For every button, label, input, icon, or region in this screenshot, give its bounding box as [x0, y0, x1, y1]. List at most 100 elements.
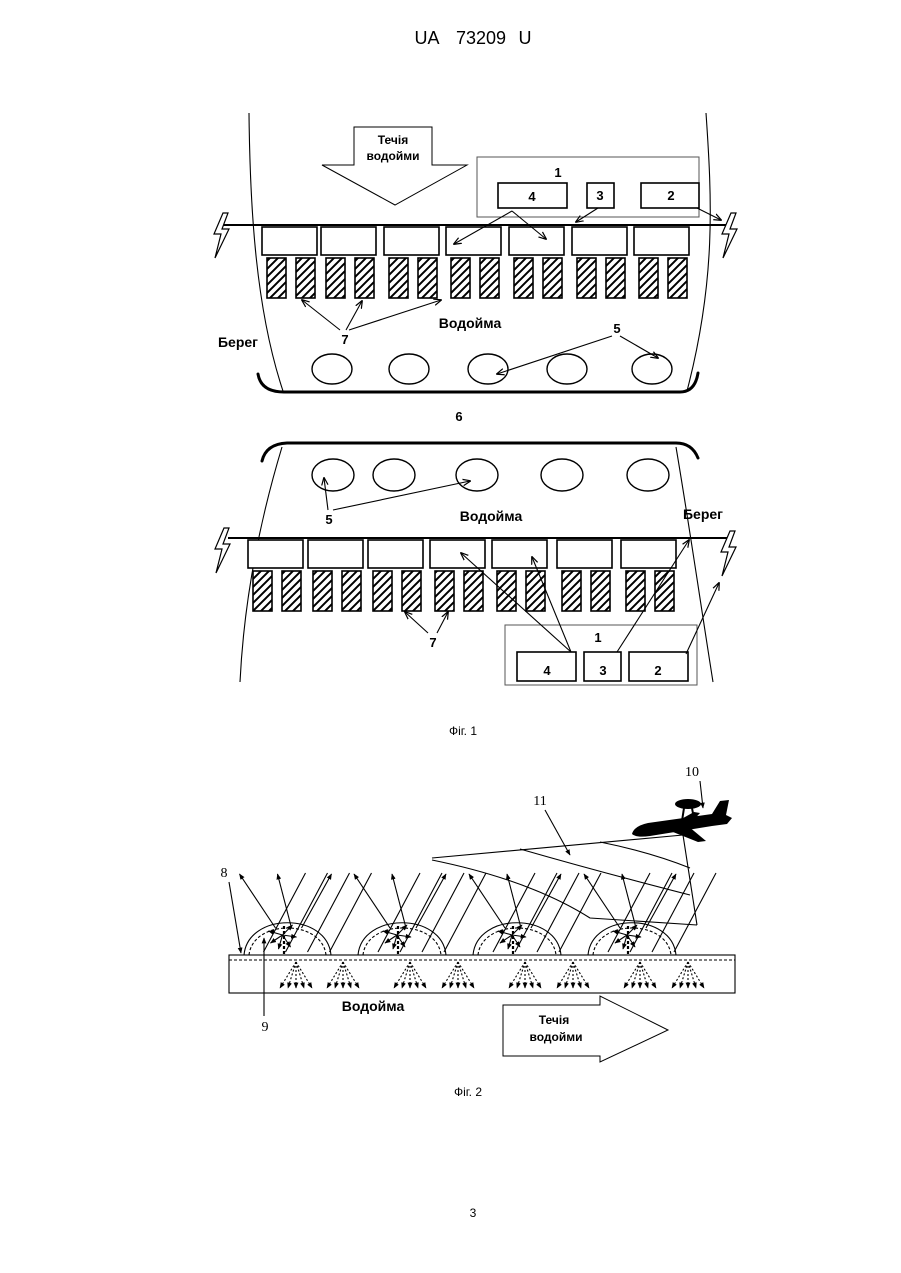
incident-ray: [286, 873, 328, 952]
barrier-label: 6: [455, 409, 462, 424]
bank-label: Берег: [218, 334, 258, 350]
transmitted-ray-arrow: [343, 962, 359, 988]
block-2-label: 2: [667, 188, 674, 203]
hatched-element: [480, 258, 499, 298]
aircraft-label: 10: [685, 765, 699, 780]
buoy: [373, 459, 415, 491]
flow-direction-arrow: Течія водойми: [503, 996, 668, 1062]
hatched-element: [451, 258, 470, 298]
water-label: Водойма: [460, 508, 523, 524]
beam-edge: [432, 835, 683, 858]
figure-2-caption: Фіг. 2: [454, 1085, 482, 1099]
right-bank-line: [676, 447, 713, 682]
incident-ray: [308, 873, 350, 952]
module-float: [384, 227, 439, 255]
block-2-label: 2: [654, 663, 661, 678]
block-4-label: 4: [543, 663, 551, 678]
incident-ray: [493, 873, 535, 952]
flow-label-line2: водойми: [367, 149, 420, 163]
hatched-element: [253, 571, 272, 611]
barrier-line: [262, 443, 698, 461]
hatched-element: [342, 571, 361, 611]
hatched-element: [591, 571, 610, 611]
hatched-element: [514, 258, 533, 298]
leader-arrow: [349, 300, 441, 330]
buoy: [547, 354, 587, 384]
transmitted-ray-arrow: [450, 962, 458, 988]
water-strip-body: [229, 955, 735, 993]
figure-1-caption: Фіг. 1: [449, 724, 477, 738]
transmitted-ray-arrow: [680, 962, 688, 988]
block-4-label: 4: [528, 189, 536, 204]
buoys-label: 5: [325, 512, 332, 527]
reflected-ray-arrow: [416, 874, 446, 928]
light-rays: [240, 873, 717, 988]
module-float: [321, 227, 376, 255]
hatched-element: [606, 258, 625, 298]
hatched-element: [296, 258, 315, 298]
water-strip: [229, 955, 735, 993]
buoys-label: 5: [613, 321, 620, 336]
reflected-ray-arrow: [646, 874, 676, 928]
module-float: [634, 227, 689, 255]
incident-ray: [444, 873, 486, 952]
reflected-ray-arrow: [531, 874, 561, 928]
reflected-ray-arrow: [240, 874, 276, 928]
hatched-element: [282, 571, 301, 611]
module-float: [557, 540, 612, 568]
incident-ray: [608, 873, 650, 952]
control-unit: 1 4 3 2: [505, 625, 697, 685]
transmitted-ray-arrow: [296, 962, 304, 988]
lightning-icon: [214, 213, 229, 258]
flow-direction-arrow: Течія водойми: [322, 127, 467, 205]
hatched-element: [562, 571, 581, 611]
water-label: Водойма: [439, 315, 502, 331]
buoy-row: [312, 354, 672, 384]
fig2-diagram: 10 11 8 9 Водойма: [221, 765, 736, 1062]
block-3-label: 3: [596, 188, 603, 203]
reflected-ray-arrow: [392, 874, 406, 928]
document-header: UA 73209 U: [414, 28, 531, 48]
dome-inner-layer: [363, 928, 441, 955]
reflected-ray-arrow: [584, 874, 620, 928]
flow-label-line2: водойми: [530, 1030, 583, 1044]
hatched-element: [389, 258, 408, 298]
transmitted-ray-arrow: [410, 962, 426, 988]
transmitted-ray-arrow: [688, 962, 696, 988]
leader-arrow: [405, 612, 428, 633]
incident-ray: [537, 873, 579, 952]
transmitted-ray-arrow: [509, 962, 525, 988]
transmitted-ray-arrow: [394, 962, 410, 988]
hatched-element: [418, 258, 437, 298]
scattered-ray-arrow: [269, 931, 283, 935]
module-float: [572, 227, 627, 255]
hatched-element: [402, 571, 421, 611]
buoy-row: [312, 459, 669, 491]
lightning-icon: [722, 213, 737, 258]
incident-ray: [559, 873, 601, 952]
leader-arrow: [437, 612, 448, 633]
leader-arrow: [686, 583, 719, 654]
hatched-element: [326, 258, 345, 298]
transmitted-ray-arrow: [280, 962, 296, 988]
incident-ray: [400, 873, 442, 952]
hatched-element: [577, 258, 596, 298]
beam-leader-arrow: [545, 810, 570, 855]
hatched-element: [355, 258, 374, 298]
transmitted-ray-arrow: [640, 962, 648, 988]
beam-edge: [432, 860, 697, 925]
buoy: [312, 459, 354, 491]
flow-arrow-shape: [503, 996, 668, 1062]
modules-label: 7: [341, 332, 348, 347]
hatched-element: [313, 571, 332, 611]
control-unit-label: 1: [594, 630, 601, 645]
buoy: [632, 354, 672, 384]
leader-arrow: [697, 208, 721, 220]
bank-label: Берег: [683, 506, 723, 522]
water-label: Водойма: [342, 998, 405, 1014]
transmitted-ray-arrow: [565, 962, 573, 988]
fig1-bottom-diagram: 1 4 3 2 5 Водойма Берег 7: [215, 443, 736, 685]
incident-ray: [378, 873, 420, 952]
module-float: [262, 227, 317, 255]
module-float: [621, 540, 676, 568]
